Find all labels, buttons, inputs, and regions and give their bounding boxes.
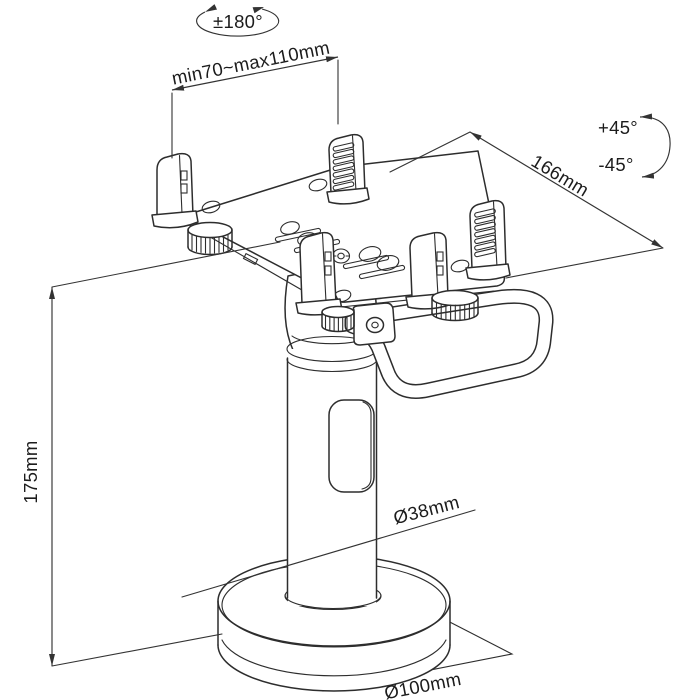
pole-height-label: 175mm — [20, 440, 41, 503]
tilt-up-label: +45° — [598, 117, 638, 138]
adjustment-knob-left — [187, 221, 233, 256]
rotation-range-label: ±180° — [213, 11, 263, 32]
cable-slot — [328, 399, 375, 493]
rotation-arc — [196, 4, 280, 37]
rotation-arrow-right-icon — [252, 7, 264, 14]
handle-bracket — [352, 302, 396, 346]
adjustment-knob-center — [321, 305, 355, 333]
pole-hole-front-rim — [284, 594, 382, 610]
tilt-down-label: -45° — [598, 154, 633, 175]
pole-diameter-label: Ø38mm — [391, 491, 461, 528]
clamp-width-range-annotation: min70~max110mm — [170, 37, 339, 159]
adjustment-knob-right — [431, 289, 479, 322]
plate-depth-label: 166mm — [528, 150, 593, 201]
rotation-range-annotation: ±180° — [196, 4, 280, 37]
clamp-front-left — [151, 152, 199, 229]
clamp-rear-right — [465, 199, 511, 281]
clamp-rear-left — [326, 133, 370, 205]
tilt-range-annotation: +45° -45° — [598, 113, 671, 179]
pole-height-annotation: 175mm — [20, 241, 281, 667]
tilt-arc — [639, 113, 671, 179]
